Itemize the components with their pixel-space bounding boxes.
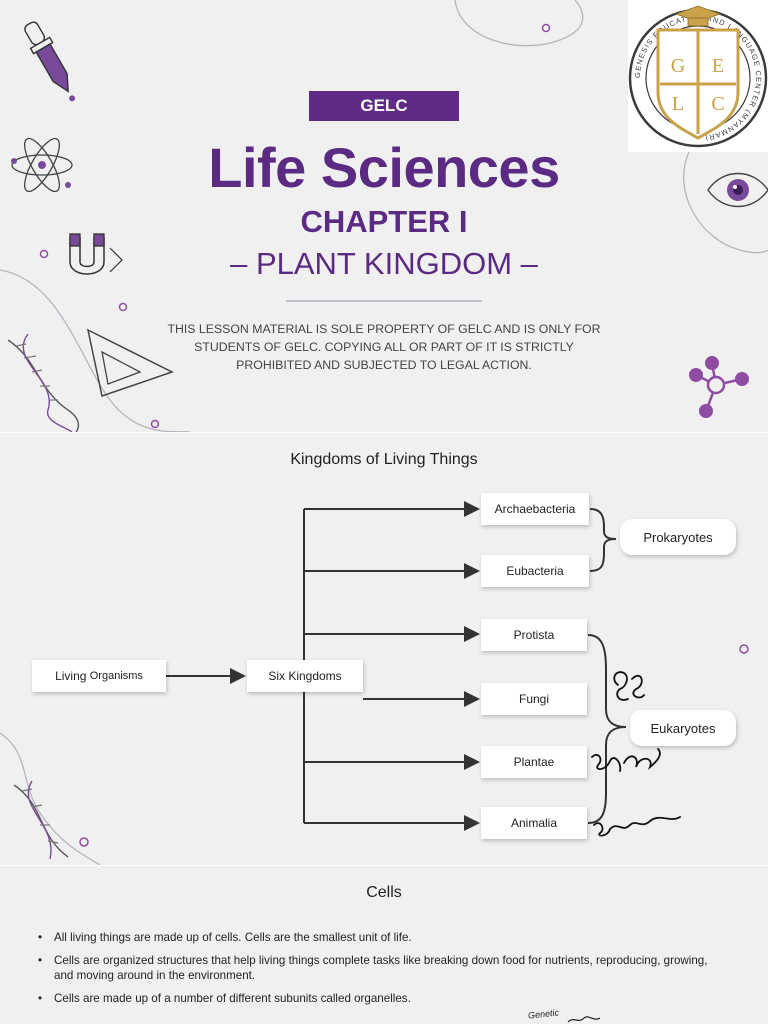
eye-icon	[707, 172, 768, 208]
atom-icon	[11, 137, 73, 193]
gelc-badge: GELC	[309, 91, 459, 121]
list-item: All living things are made up of cells. …	[38, 930, 718, 945]
magnet-icon	[69, 233, 123, 275]
list-item: Cells are made up of a number of differe…	[38, 991, 718, 1006]
diagram-title: Kingdoms of Living Things	[290, 451, 478, 468]
chapter-heading: CHAPTER I	[300, 204, 468, 239]
handwritten-scribble	[567, 1016, 601, 1023]
node-fungi: Fungi	[481, 683, 587, 715]
page-title: Life Sciences	[208, 136, 560, 199]
node-archaebacteria: Archaebacteria	[481, 493, 589, 525]
cover-decorations	[0, 0, 768, 432]
node-prokaryotes: Prokaryotes	[620, 519, 736, 555]
set-square-icon	[86, 328, 174, 397]
logo-letter-e: E	[712, 55, 724, 77]
node-animalia: Animalia	[481, 807, 587, 839]
slide-separator	[0, 432, 768, 433]
node-protista: Protista	[481, 619, 587, 651]
node-eubacteria: Eubacteria	[481, 555, 589, 587]
cells-slide: Cells All living things are made up of c…	[0, 866, 768, 1024]
node-living-organisms: Living Organisms	[32, 660, 166, 692]
diagram-connectors	[0, 501, 749, 865]
list-item: Cells are organized structures that help…	[38, 953, 718, 983]
notice-line: STUDENTS OF GELC. COPYING ALL OR PART OF…	[194, 340, 574, 354]
logo-letter-g: G	[671, 55, 685, 77]
handwritten-annotation	[591, 671, 681, 837]
kingdoms-slide: Kingdoms of Living Things Living Organis…	[0, 433, 768, 865]
gelc-logo: GENESIS EDUCATION AND LANGUAGE CENTER (M…	[628, 0, 768, 152]
title-divider	[286, 300, 482, 302]
node-label: Organisms	[89, 670, 143, 682]
notice-line: THIS LESSON MATERIAL IS SOLE PROPERTY OF…	[167, 322, 601, 336]
logo-letter-l: L	[672, 93, 684, 115]
chapter-subtitle: – PLANT KINGDOM –	[230, 246, 538, 281]
molecule-icon	[689, 356, 749, 418]
logo-letter-c: C	[711, 93, 724, 115]
dna-icon	[7, 333, 80, 432]
dropper-icon	[24, 21, 76, 102]
dna-icon	[13, 780, 69, 860]
bullet-list: All living things are made up of cells. …	[38, 930, 718, 1014]
node-six-kingdoms: Six Kingdoms	[247, 660, 363, 692]
slide-separator	[0, 865, 768, 866]
node-plantae: Plantae	[481, 746, 587, 778]
node-label: Living	[55, 669, 90, 683]
section-title: Cells	[366, 884, 402, 901]
cover-slide: GENESIS EDUCATION AND LANGUAGE CENTER (M…	[0, 0, 768, 432]
node-eukaryotes: Eukaryotes	[630, 710, 736, 746]
notice-line: PROHIBITED AND SUBJECTED TO LEGAL ACTION…	[236, 358, 532, 372]
copyright-notice: THIS LESSON MATERIAL IS SOLE PROPERTY OF…	[160, 320, 608, 374]
handwritten-note: Genetic	[527, 1007, 560, 1021]
